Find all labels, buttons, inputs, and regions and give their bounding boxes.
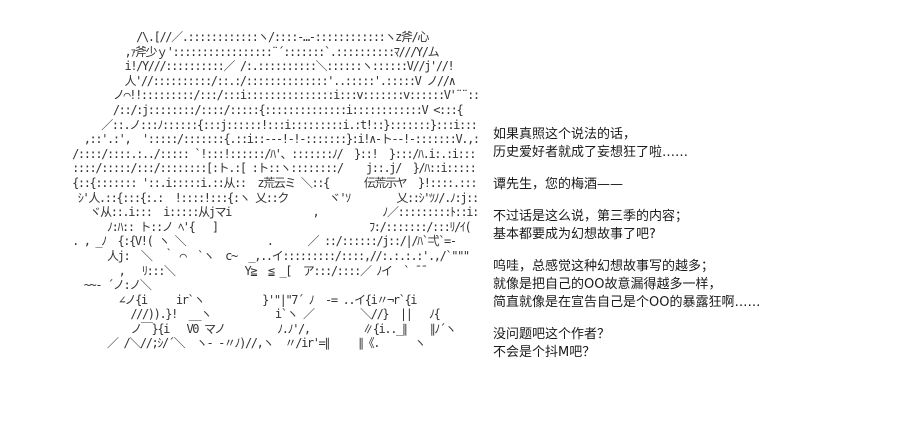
ascii-art-illustration: /\.[//／.::::::::::::ヽ/::::‐…‐:::::::::::… <box>72 30 478 351</box>
dialogue-line: 简直就像是在宣告自己是个OO的暴露狂啊…… <box>493 295 761 310</box>
dialogue-line: 不过话是这么说，第三季的内容； <box>493 209 689 224</box>
dialogue-line: 就像是把自己的OO故意漏得越多一样， <box>493 277 722 292</box>
dialogue-line: 谭先生，您的梅酒—— <box>493 177 624 192</box>
dialogue-panel: 如果真照这个说法的话， 历史爱好者就成了妄想狂了啦…… 谭先生，您的梅酒—— 不… <box>493 126 903 376</box>
dialogue-line: 没问题吧这个作者？ <box>493 327 611 342</box>
dialogue-line: 基本都要成为幻想故事了吧? <box>493 227 656 242</box>
dialogue-group: 如果真照这个说法的话， 历史爱好者就成了妄想狂了啦…… <box>493 126 903 162</box>
dialogue-group: 谭先生，您的梅酒—— <box>493 176 903 194</box>
dialogue-group: 呜哇，总感觉这种幻想故事写的越多； 就像是把自己的OO故意漏得越多一样， 简直就… <box>493 258 903 312</box>
dialogue-line: 呜哇，总感觉这种幻想故事写的越多； <box>493 259 715 274</box>
dialogue-group: 没问题吧这个作者？ 不会是个抖M吧？ <box>493 326 903 362</box>
dialogue-group: 不过话是这么说，第三季的内容； 基本都要成为幻想故事了吧? <box>493 208 903 244</box>
dialogue-line: 如果真照这个说法的话， <box>493 127 637 142</box>
dialogue-line: 不会是个抖M吧？ <box>493 345 596 360</box>
dialogue-line: 历史爱好者就成了妄想狂了啦…… <box>493 145 689 160</box>
